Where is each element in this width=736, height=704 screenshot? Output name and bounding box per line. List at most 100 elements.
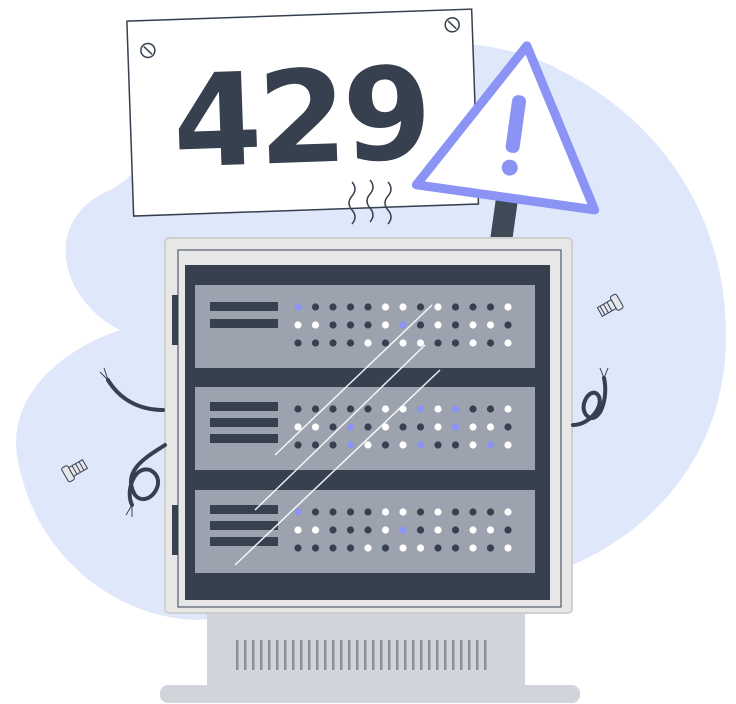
label-bar — [210, 505, 278, 514]
status-led — [469, 339, 477, 347]
label-bar — [210, 319, 278, 328]
status-led — [469, 303, 477, 311]
status-led — [346, 508, 355, 516]
screw-icon — [61, 458, 89, 483]
status-led — [416, 405, 425, 413]
vent-slot — [476, 640, 479, 670]
server-unit — [195, 387, 535, 470]
status-led — [399, 423, 407, 431]
error-sign-board: 429 — [126, 8, 480, 217]
vent-slot — [468, 640, 471, 670]
status-led — [504, 423, 512, 431]
status-led — [486, 423, 495, 431]
status-led — [504, 339, 512, 347]
vent-slot — [372, 640, 375, 670]
status-led — [294, 405, 302, 413]
status-led — [346, 321, 355, 329]
glass-reflection — [234, 304, 441, 566]
status-led — [469, 441, 477, 449]
server-unit — [195, 490, 535, 573]
status-led — [416, 303, 425, 311]
vent-slot — [332, 640, 335, 670]
status-led — [294, 423, 302, 431]
status-led — [311, 423, 320, 431]
status-led — [311, 321, 320, 329]
status-led — [469, 544, 477, 552]
vent-slot — [268, 640, 271, 670]
status-led — [311, 303, 320, 311]
vent-slot — [340, 640, 343, 670]
status-led — [294, 544, 302, 552]
status-led — [381, 303, 390, 311]
vent-slot — [436, 640, 439, 670]
status-led — [469, 526, 477, 534]
vent-slot — [308, 640, 311, 670]
status-led — [451, 405, 460, 413]
status-led — [434, 321, 442, 329]
status-led — [504, 321, 512, 329]
status-led — [399, 405, 407, 413]
status-led — [346, 544, 355, 552]
vent-slot — [356, 640, 359, 670]
label-bar — [210, 434, 278, 443]
status-led — [381, 423, 390, 431]
status-led — [434, 526, 442, 534]
status-led — [381, 544, 390, 552]
status-led — [311, 508, 320, 516]
status-led — [364, 423, 372, 431]
status-led — [329, 508, 337, 516]
status-led — [504, 544, 512, 552]
status-led — [451, 321, 460, 329]
status-led — [451, 303, 460, 311]
status-led — [311, 339, 320, 347]
status-led — [364, 441, 372, 449]
vent-slot — [252, 640, 255, 670]
status-led — [504, 508, 512, 516]
label-bar — [210, 418, 278, 427]
vent-slot — [484, 640, 487, 670]
status-led — [346, 339, 355, 347]
label-bar — [210, 537, 278, 546]
vent-slot — [244, 640, 247, 670]
status-led — [381, 526, 390, 534]
vent-slot — [452, 640, 455, 670]
status-led — [504, 441, 512, 449]
status-led — [434, 508, 442, 516]
cabinet-hinge — [172, 295, 178, 345]
sign-pole — [488, 188, 520, 252]
status-led — [469, 405, 477, 413]
status-led — [364, 339, 372, 347]
status-led — [469, 423, 477, 431]
status-led — [329, 423, 337, 431]
vent-grille — [236, 640, 487, 670]
status-led — [434, 423, 442, 431]
status-led — [486, 508, 495, 516]
vent-slot — [276, 640, 279, 670]
status-led — [381, 508, 390, 516]
error-code: 429 — [170, 40, 430, 198]
status-led — [294, 526, 302, 534]
status-led — [329, 303, 337, 311]
status-led — [486, 321, 495, 329]
status-led — [364, 405, 372, 413]
status-led — [294, 339, 302, 347]
status-led — [311, 405, 320, 413]
cabinet-hinge — [172, 505, 178, 555]
status-led — [346, 405, 355, 413]
vent-slot — [300, 640, 303, 670]
status-led — [486, 303, 495, 311]
vent-slot — [316, 640, 319, 670]
status-led — [399, 321, 407, 329]
status-led — [381, 339, 390, 347]
vent-slot — [420, 640, 423, 670]
status-led — [294, 303, 302, 311]
vent-slot — [348, 640, 351, 670]
vent-slot — [428, 640, 431, 670]
label-bar — [210, 521, 278, 530]
status-led — [486, 441, 495, 449]
vent-slot — [460, 640, 463, 670]
status-led — [311, 441, 320, 449]
status-led — [504, 303, 512, 311]
status-led — [416, 441, 425, 449]
